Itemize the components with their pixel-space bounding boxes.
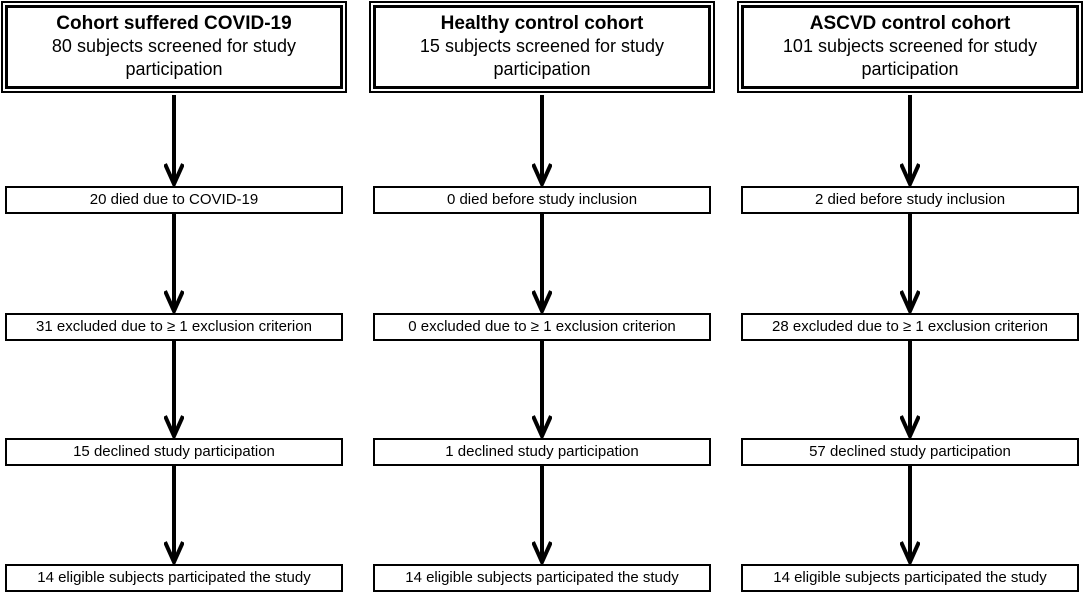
step-box-declined: 1 declined study participation [373,438,711,466]
cohort-screened-text: 101 subjects screened for study particip… [782,36,1038,79]
down-arrow [532,466,552,564]
step-box-excluded: 31 excluded due to ≥ 1 exclusion criteri… [5,313,343,341]
cohort-screened-text: 80 subjects screened for study participa… [51,36,297,79]
down-arrow [164,341,184,438]
step-box-deaths: 20 died due to COVID-19 [5,186,343,214]
cohort-screened-text: 15 subjects screened for study participa… [419,36,665,79]
cohort-header-box: Cohort suffered COVID-19 80 subjects scr… [1,1,347,93]
down-arrow [900,341,920,438]
down-arrow [164,466,184,564]
step-box-participants: 14 eligible subjects participated the st… [373,564,711,592]
down-arrow [532,214,552,313]
step-box-excluded: 0 excluded due to ≥ 1 exclusion criterio… [373,313,711,341]
down-arrow [900,466,920,564]
cohort-column-healthy: Healthy control cohort 15 subjects scree… [369,0,715,600]
step-box-declined: 15 declined study participation [5,438,343,466]
cohort-title: Healthy control cohort [440,13,644,34]
cohort-column-covid: Cohort suffered COVID-19 80 subjects scr… [1,0,347,600]
step-box-participants: 14 eligible subjects participated the st… [741,564,1079,592]
cohort-title: Cohort suffered COVID-19 [56,13,292,34]
down-arrow [900,214,920,313]
down-arrow [164,95,184,186]
step-box-deaths: 0 died before study inclusion [373,186,711,214]
step-box-participants: 14 eligible subjects participated the st… [5,564,343,592]
cohort-title: ASCVD control cohort [809,13,1011,34]
cohort-header-box: ASCVD control cohort 101 subjects screen… [737,1,1083,93]
step-box-excluded: 28 excluded due to ≥ 1 exclusion criteri… [741,313,1079,341]
down-arrow [164,214,184,313]
cohort-column-ascvd: ASCVD control cohort 101 subjects screen… [737,0,1083,600]
step-box-deaths: 2 died before study inclusion [741,186,1079,214]
down-arrow [900,95,920,186]
step-box-declined: 57 declined study participation [741,438,1079,466]
down-arrow [532,95,552,186]
cohort-header-box: Healthy control cohort 15 subjects scree… [369,1,715,93]
down-arrow [532,341,552,438]
